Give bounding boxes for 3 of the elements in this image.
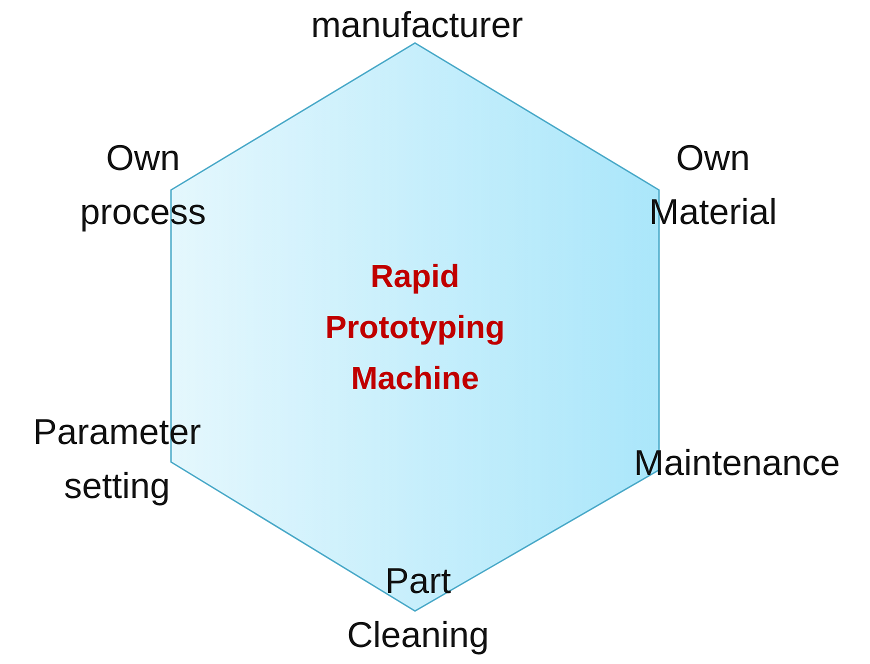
vertex-label: Part Cleaning xyxy=(346,559,490,657)
vertex-label: manufacturer xyxy=(310,3,524,47)
center-title: Rapid Prototyping Machine xyxy=(324,257,506,398)
